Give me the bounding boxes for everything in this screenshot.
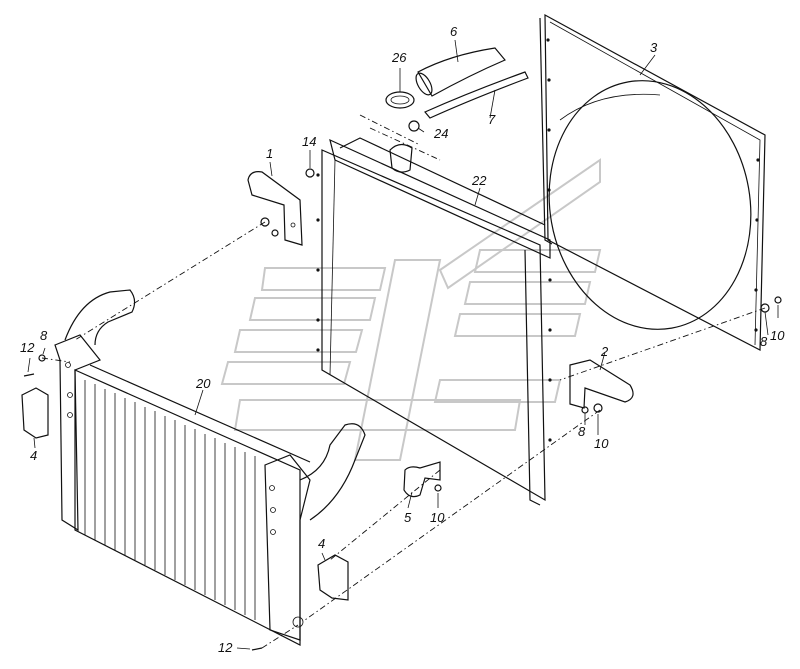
hose-part-7 (424, 71, 529, 119)
callout-2: 2 (600, 344, 609, 359)
fastener-part-24 (408, 120, 420, 132)
bracket-part-5 (403, 461, 441, 498)
bracket-part-2 (569, 359, 634, 409)
callout-26: 26 (391, 50, 407, 65)
callout-22: 22 (471, 173, 487, 188)
bracket-part-1 (247, 171, 303, 246)
callout-10-bracket5: 10 (430, 510, 445, 525)
callout-24: 24 (433, 126, 448, 141)
callout-5: 5 (404, 510, 412, 525)
callout-4-bottom: 4 (318, 536, 325, 551)
callout-3: 3 (650, 40, 658, 55)
bracket-part-4-bottom (317, 554, 349, 601)
charge-air-cooler-part-20 (54, 289, 366, 646)
callout-8-bracket2: 8 (578, 424, 586, 439)
callout-6: 6 (450, 24, 458, 39)
radiator-part-22 (316, 137, 552, 506)
bracket-part-4-left (21, 387, 49, 439)
callouts: 1 14 26 6 3 7 24 22 2 8 10 8 10 5 10 20 … (20, 24, 785, 655)
callout-12-left: 12 (20, 340, 35, 355)
callout-20: 20 (195, 376, 211, 391)
callout-8-right: 8 (760, 334, 768, 349)
assembly-lines (41, 114, 766, 649)
clamp-part-26 (385, 91, 415, 109)
fasteners (23, 168, 782, 651)
callout-14: 14 (302, 134, 316, 149)
callout-8-left: 8 (40, 328, 48, 343)
leader-lines (27, 39, 779, 650)
callout-1: 1 (266, 146, 273, 161)
callout-10-right: 10 (770, 328, 785, 343)
callout-7: 7 (488, 112, 496, 127)
hose-part-6 (415, 47, 506, 97)
watermark-logo (220, 158, 602, 461)
callout-10-bracket2: 10 (594, 436, 609, 451)
callout-4-left: 4 (30, 448, 37, 463)
callout-12-bottom: 12 (218, 640, 233, 655)
